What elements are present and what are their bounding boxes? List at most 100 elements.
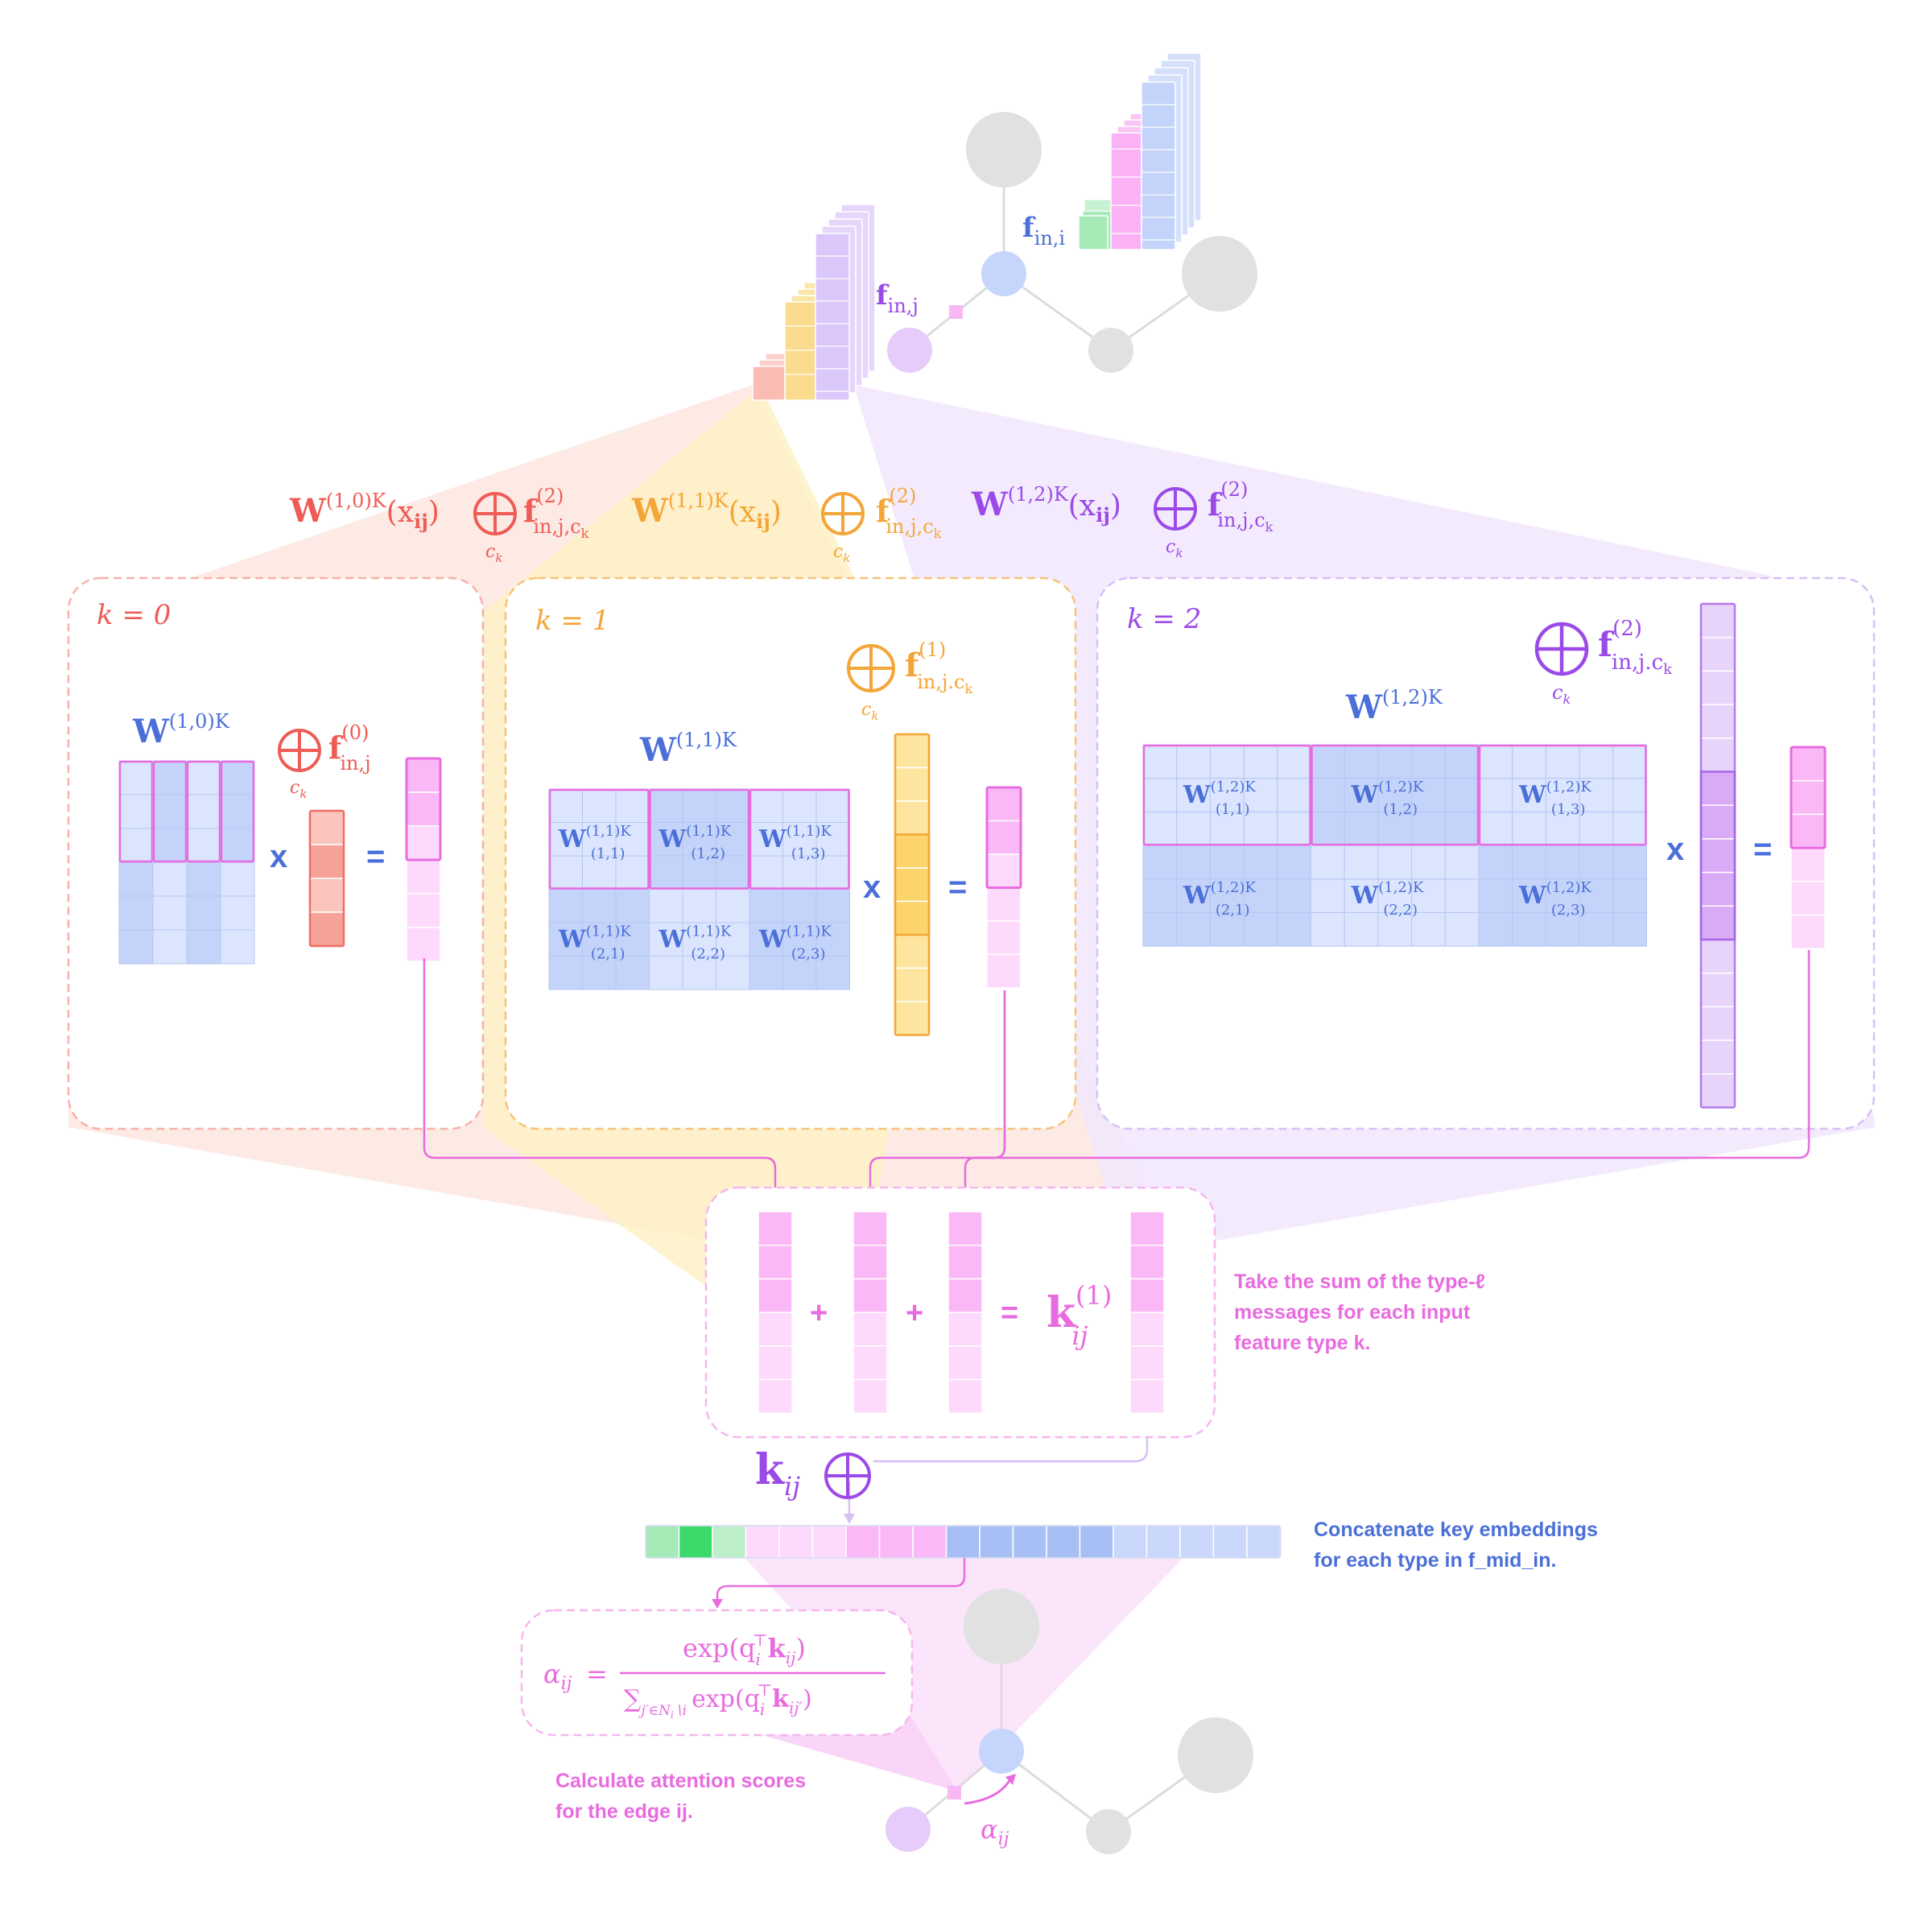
matrix-cell: [815, 788, 850, 823]
vector-cell: [406, 825, 441, 861]
vector-cell: [309, 878, 345, 913]
vector-cell: [894, 733, 930, 769]
matrix-cell: [152, 895, 188, 931]
concat-cell: [712, 1525, 747, 1559]
matrix-cell: [682, 855, 716, 890]
feature-stack-j: [752, 204, 876, 401]
matrix-cell: [118, 861, 154, 897]
block-label: W(1,2)K(1,3): [1518, 779, 1591, 818]
matrix-cell: [186, 760, 221, 795]
matrix-cell: [1444, 811, 1480, 846]
matrix-cell: [118, 929, 154, 965]
block-label: W(1,1)K(2,1): [558, 923, 631, 963]
vector-cell: [1700, 670, 1736, 705]
block-label: W(1,2)K(2,1): [1183, 879, 1256, 919]
top-graph: [887, 112, 1257, 373]
matrix-cell: [1311, 912, 1345, 947]
matrix-cell: [1311, 811, 1345, 846]
vector-cell: [852, 1211, 888, 1246]
matrix-cell: [548, 956, 583, 990]
matrix-cell: [649, 788, 683, 823]
matrix-cell: [1579, 811, 1614, 846]
matrix-cell: [749, 922, 783, 956]
matrix-cell: [1344, 811, 1379, 846]
block-label: W(1,2)K(1,2): [1351, 779, 1424, 818]
vector-cell: [947, 1244, 983, 1280]
panel-k1-times: x: [863, 870, 881, 905]
bottom-node-gray-right: [1178, 1717, 1253, 1793]
node-gray-bottom: [1088, 328, 1133, 373]
matrix-cell: [1377, 811, 1413, 846]
vector-cell: [852, 1312, 888, 1347]
svg-text:W(1,2)K(xij): W(1,2)K(xij): [971, 483, 1121, 527]
matrix-column-highlight: [152, 760, 188, 863]
concatenated-key-vector: [645, 1525, 1282, 1559]
matrix-cell: [1344, 778, 1379, 812]
concat-k-label: kij: [755, 1445, 800, 1502]
stack-yellow: [784, 301, 816, 401]
matrix-cell: [1176, 811, 1211, 846]
matrix-cell: [1478, 811, 1513, 846]
vector-cell: [947, 1378, 983, 1414]
vector-cell: [1790, 881, 1826, 916]
matrix-cell: [1612, 744, 1648, 779]
panel-k1-weight-matrix: W(1,1)K(1,1)W(1,1)K(1,2)W(1,1)K(1,3)W(1,…: [548, 788, 850, 990]
matrix-cell: [1612, 811, 1648, 846]
matrix-cell: [615, 788, 650, 823]
concat-cell: [945, 1525, 980, 1559]
vector-cell: [1790, 779, 1826, 816]
concat-cell: [979, 1525, 1014, 1559]
vector-cell: [1700, 771, 1736, 806]
attention-connector: [712, 1558, 966, 1609]
matrix-cell: [615, 822, 650, 857]
vector-cell: [1129, 1378, 1165, 1414]
matrix-cell: [1512, 845, 1546, 880]
matrix-cell: [1579, 744, 1614, 779]
vector-cell: [406, 927, 441, 962]
matrix-cell: [749, 788, 783, 823]
matrix-cell: [782, 788, 817, 823]
svg-text:f(0)in,j: f(0)in,j: [328, 721, 371, 775]
vector-cell: [894, 900, 930, 936]
svg-text:W(1,1)K(xij): W(1,1)K(xij): [631, 490, 782, 533]
matrix-cell: [152, 760, 188, 795]
label-f-in-j: fin,j: [876, 279, 919, 317]
matrix-cell: [1311, 878, 1345, 914]
vector-cell: [406, 893, 441, 928]
matrix-cell: [1478, 778, 1513, 812]
matrix-cell: [1176, 744, 1211, 779]
matrix-cell: [220, 895, 255, 931]
svg-text:exp(qi⊤kij): exp(qi⊤kij): [683, 1630, 806, 1669]
panel-k2-w-label: W(1,2)K: [1345, 686, 1443, 726]
matrix-cell: [1377, 744, 1413, 779]
matrix-cell: [1311, 845, 1345, 880]
matrix-cell: [152, 828, 188, 863]
matrix-cell: [220, 828, 255, 863]
matrix-column-highlight: [186, 760, 221, 863]
matrix-cell: [1311, 744, 1345, 779]
matrix-cell: [716, 956, 750, 990]
sum-k-label: k(1)ij: [1046, 1280, 1112, 1351]
vector-cell: [758, 1345, 793, 1381]
matrix-cell: [815, 889, 850, 923]
svg-text:ck: ck: [290, 778, 307, 801]
matrix-cell: [649, 889, 683, 923]
matrix-cell: [152, 861, 188, 897]
vector-cell: [986, 953, 1022, 989]
vector-cell: [1700, 939, 1736, 974]
block-highlight: [1311, 744, 1480, 846]
vector-cell: [309, 844, 345, 879]
vector-highlight: [1790, 746, 1827, 849]
sum-vector-k1: [852, 1211, 888, 1414]
matrix-cell: [1377, 878, 1413, 914]
sum-plus-2: +: [906, 1296, 923, 1330]
concat-cell: [778, 1525, 814, 1559]
matrix-cell: [1176, 845, 1211, 880]
vector-highlight: [1699, 771, 1736, 941]
svg-text:f(2)in,j,ck: f(2)in,j,ck: [876, 485, 942, 541]
vector-cell: [758, 1312, 793, 1347]
panel-k1-output-vector: [985, 786, 1022, 989]
panel-k1-w-label: W(1,1)K: [639, 729, 737, 769]
